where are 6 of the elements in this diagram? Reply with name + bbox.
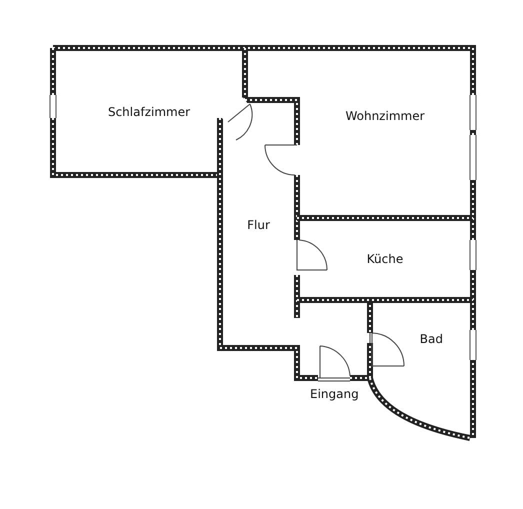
room-name: Küche: [366, 252, 404, 266]
room-name: Wohnzimmer: [345, 109, 425, 123]
room-name: Schlafzimmer: [108, 104, 190, 118]
room-name: Bad: [420, 332, 443, 346]
room-name: Flur: [247, 218, 270, 232]
entrance-label: Eingang: [310, 387, 359, 401]
